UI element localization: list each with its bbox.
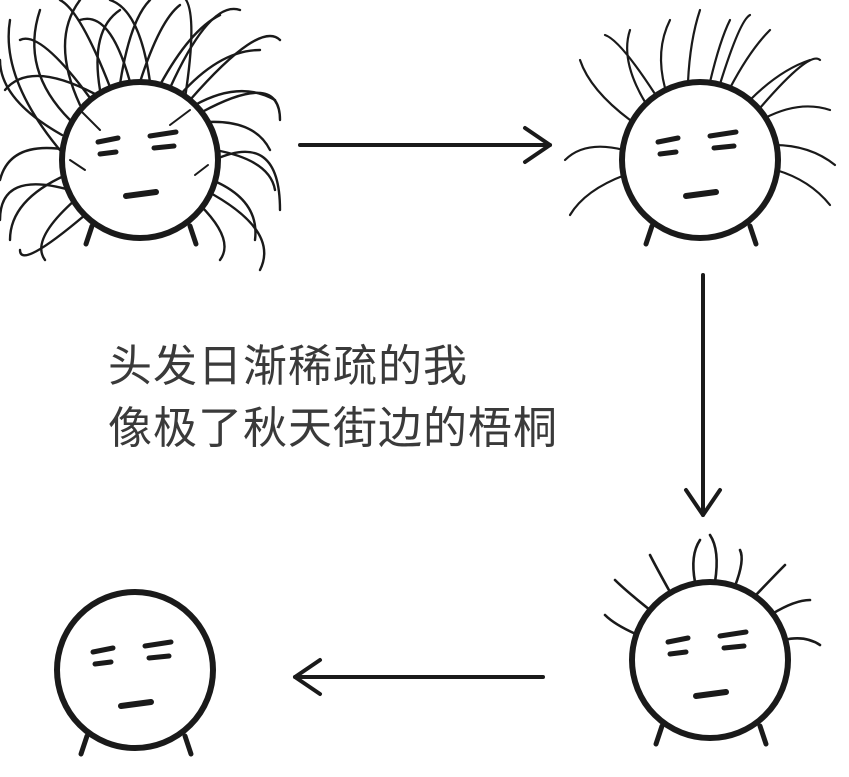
- arrow-down-icon: [684, 273, 722, 517]
- sparse-hair: [603, 533, 822, 647]
- meme-caption: 头发日渐稀疏的我 像极了秋天街边的梧桐: [108, 336, 668, 460]
- caption-line-1: 头发日渐稀疏的我: [108, 341, 468, 392]
- arrow-left-icon: [293, 658, 545, 696]
- caption-line-2: 像极了秋天街边的梧桐: [108, 403, 558, 454]
- hair-over-face: [69, 109, 209, 176]
- face-few-hairs-icon: [603, 533, 822, 744]
- medium-hair: [563, 8, 837, 217]
- face-hairy-icon: [563, 8, 837, 244]
- face-bald-icon: [57, 592, 213, 754]
- dense-hair: [0, 0, 282, 272]
- face-very-hairy-icon: [0, 0, 282, 272]
- arrow-right-icon: [298, 126, 552, 164]
